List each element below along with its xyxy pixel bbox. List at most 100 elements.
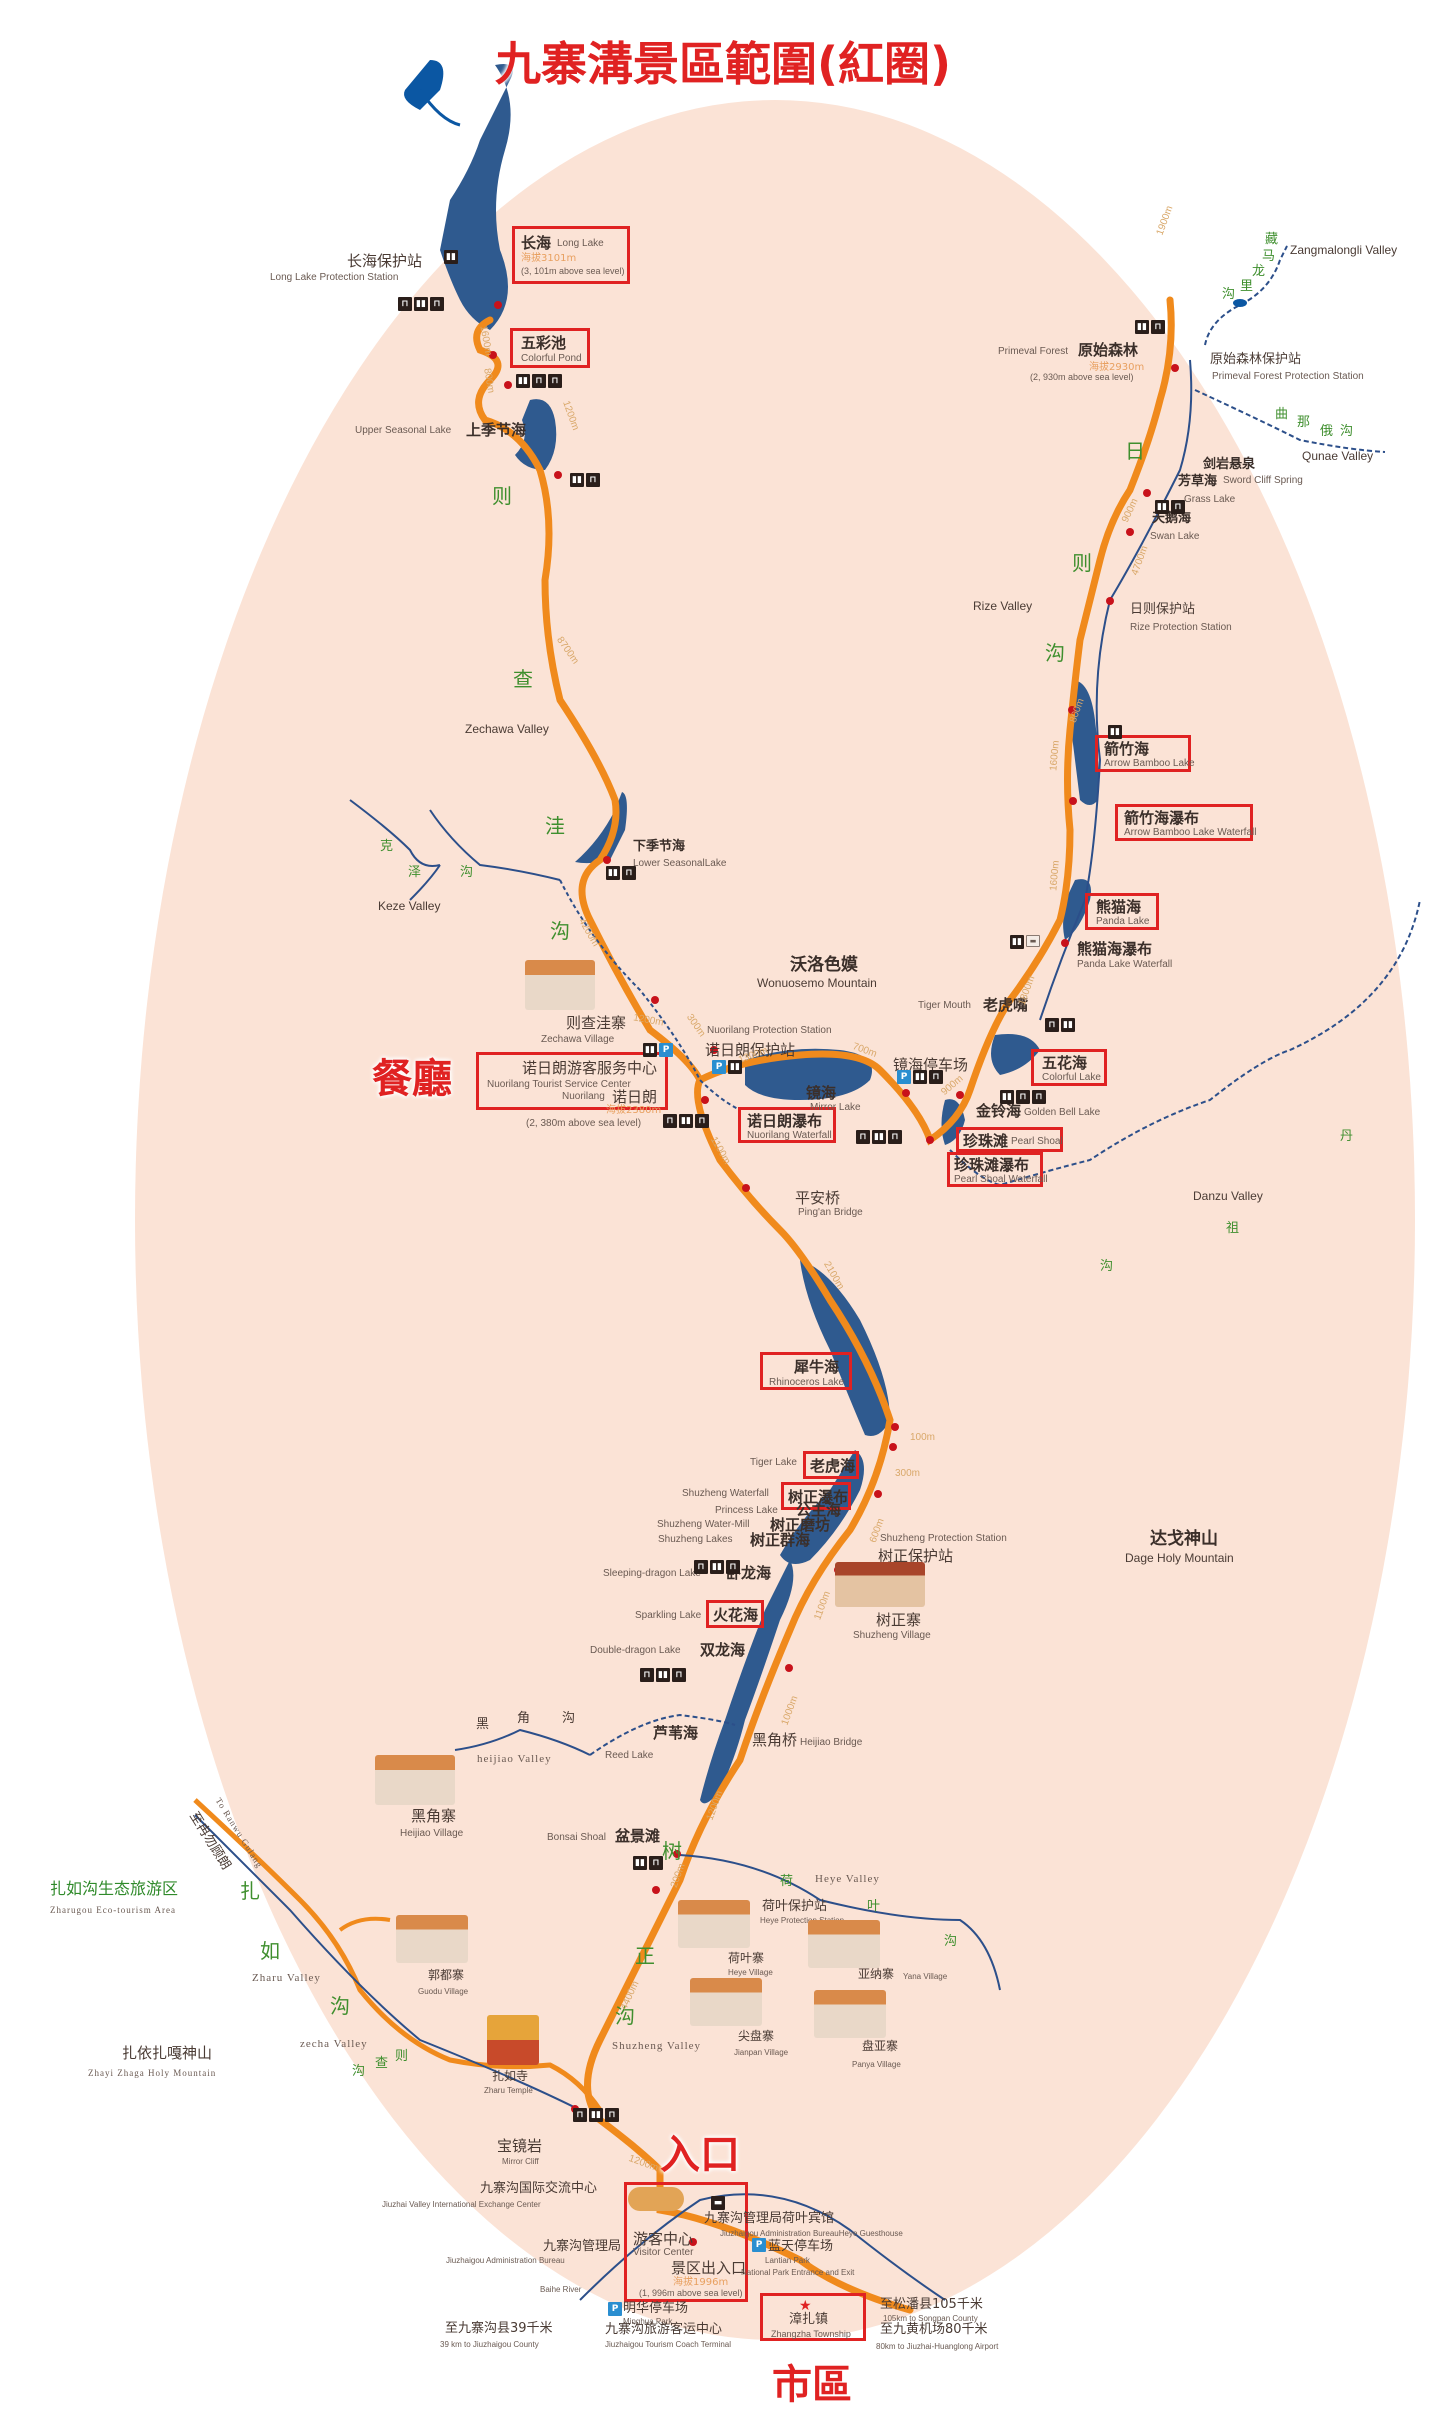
valley-char: 查: [513, 667, 533, 691]
restroom-icon: ▮▮: [643, 1043, 657, 1057]
mirror-lake-label: 镜海: [806, 1084, 837, 1102]
zharu-temple-label: 扎如寺: [492, 2069, 529, 2083]
nuorilang-station-en: Nuorilang Protection Station: [707, 1025, 832, 1036]
restaurant-icon: ⊓: [586, 473, 600, 487]
jinghai-parking-label: 镜海停车场: [893, 1056, 969, 1074]
parking-icon: P: [608, 2302, 622, 2316]
restroom-icon: ▮▮: [516, 374, 530, 388]
place-name: 箭竹海瀑布: [1124, 809, 1200, 827]
double-dragon-en: Double-dragon Lake: [590, 1645, 681, 1656]
zechawa-valley-label: Zechawa Valley: [465, 722, 549, 736]
coach-terminal-en: Jiuzhaigou Tourism Coach Terminal: [605, 2340, 731, 2349]
minghua-park-en: Minghua Park: [623, 2317, 673, 2326]
map-title: 九寨溝景區範圍(紅圈): [495, 37, 952, 91]
long-lake-station-en: Long Lake Protection Station: [270, 272, 399, 283]
pingan-bridge-en: Ping'an Bridge: [798, 1207, 863, 1218]
rhinoceros-lake: [800, 1260, 890, 1436]
restroom-icon: ▮▮: [633, 1856, 647, 1870]
highlight-long-lake[interactable]: 长海 Long Lake 海拔3101m (3, 101m above sea …: [512, 226, 630, 284]
bonsai-shoal-label: 盆景滩: [615, 1827, 661, 1845]
restroom-icon: ▮▮: [1000, 1090, 1014, 1104]
qunae-river: [1194, 389, 1386, 453]
primeval-forest-label: 原始森林: [1078, 341, 1139, 359]
heye-village-label: 荷叶寨: [728, 1951, 765, 1965]
to-county-label: 至九寨沟县39千米: [445, 2321, 553, 2336]
highlight-sparkling-lake[interactable]: 火花海: [706, 1600, 764, 1628]
shuzheng-village-en: Shuzheng Village: [853, 1630, 931, 1641]
baihe-river-en: Baihe River: [540, 2285, 582, 2294]
shuzheng-waterfall-en: Shuzheng Waterfall: [682, 1488, 769, 1499]
to-songpan-en: 105km to Songpan County: [883, 2314, 978, 2323]
sleeping-dragon-en: Sleeping-dragon Lake: [603, 1568, 701, 1579]
highlight-arrow-bamboo-lake[interactable]: 箭竹海 Arrow Bamboo Lake: [1095, 735, 1195, 772]
icon-cluster: ▮▮⊓: [570, 473, 600, 487]
coach-terminal-label: 九寨沟旅游客运中心: [605, 2322, 723, 2337]
panya-village-label: 盘亚寨: [862, 2039, 899, 2053]
highlight-colorful-lake[interactable]: 五花海 Colorful Lake: [1031, 1049, 1107, 1086]
heye-valley-label: Heye Valley: [815, 1873, 880, 1885]
guodu-village-label: 郭都寨: [428, 1968, 465, 1982]
village-illustration: [525, 960, 595, 1010]
icon-cluster: ▮▮⊓⊓: [516, 374, 562, 388]
place-name: 漳扎镇: [789, 2312, 829, 2327]
tiger-mouth-label: 老虎嘴: [983, 996, 1029, 1014]
place-name: 熊猫海: [1096, 898, 1142, 916]
icon-cluster: ▮▮⊓: [1135, 320, 1165, 334]
restaurant-icon: ⊓: [640, 1668, 654, 1682]
place-name: 珍珠滩: [963, 1132, 1009, 1150]
zhayi-mountain-label: 扎依扎嘎神山: [122, 2044, 213, 2062]
icon-cluster: ⊓▮▮⊓: [663, 1114, 709, 1128]
place-name: 诺日朗瀑布: [747, 1112, 823, 1130]
village-illustration: [678, 1900, 750, 1948]
guodu-village-en: Guodu Village: [418, 1987, 469, 1996]
highlight-shuzheng-waterfall[interactable]: 树正瀑布: [781, 1482, 851, 1510]
highlight-nuorilang-waterfall[interactable]: 诺日朗瀑布 Nuorilang Waterfall: [738, 1107, 836, 1143]
place-name-en: Pearl Shoal Waterfall: [954, 1174, 1048, 1185]
heye-guesthouse-label: 九寨沟管理局荷叶宾馆: [704, 2211, 835, 2226]
primeval-forest-en: Primeval Forest: [998, 346, 1069, 357]
place-name-en: Nuorilang Waterfall: [747, 1130, 832, 1141]
zecha-valley-label: zecha Valley: [300, 2038, 368, 2050]
lower-seasonal-en: Lower SeasonalLake: [633, 858, 727, 869]
highlight-colorful-pond[interactable]: 五彩池 Colorful Pond: [510, 328, 590, 368]
restaurant-icon: ⊓: [663, 1114, 677, 1128]
shuzheng-lakes-en: Shuzheng Lakes: [658, 1534, 733, 1545]
wonuosemo-en: Wonuosemo Mountain: [757, 976, 877, 990]
place-name: 游客中心: [633, 2230, 694, 2248]
restaurant-icon: ⊓: [573, 2108, 587, 2122]
minghua-park-label: 明华停车场: [623, 2301, 689, 2316]
highlight-nuorilang-center[interactable]: 诺日朗游客服务中心 Nuorilang Tourist Service Cent…: [476, 1052, 668, 1110]
restaurant-icon: ⊓: [622, 866, 636, 880]
danzu-river: [949, 899, 1421, 1187]
highlight-rhinoceros-lake[interactable]: 犀牛海 Rhinoceros Lake: [760, 1352, 852, 1390]
distance-label: 100m: [910, 1432, 936, 1443]
highlight-pearl-shoal[interactable]: 珍珠滩 Pearl Shoal: [956, 1127, 1063, 1152]
arrow-bamboo-lake: [1070, 680, 1099, 805]
highlight-arrow-bamboo-waterfall[interactable]: 箭竹海瀑布 Arrow Bamboo Lake Waterfall: [1115, 804, 1256, 841]
icon-cluster: ⊓▮▮⊓: [694, 1560, 740, 1574]
highlight-panda-lake[interactable]: 熊猫海 Panda Lake: [1085, 893, 1159, 930]
temple-illustration: [487, 2015, 539, 2065]
valley-char: 沟: [330, 1994, 350, 2018]
tiger-lake-en: Tiger Lake: [750, 1457, 797, 1468]
restroom-icon: ▮▮: [414, 297, 428, 311]
highlight-visitor-center[interactable]: 游客中心 Visitor Center 景区出入口 海拔1996m (1, 99…: [624, 2182, 748, 2302]
place-name: 长海: [521, 234, 552, 252]
icon-cluster: ▮▮: [1108, 725, 1122, 739]
icon-cluster: ▮▮⊓: [633, 1856, 663, 1870]
primeval-station-label: 原始森林保护站: [1210, 352, 1302, 367]
highlight-zhangzha-township[interactable]: ★ 漳扎镇 Zhangzha Township: [760, 2293, 866, 2341]
place-name-en: Pearl Shoal: [1011, 1136, 1063, 1147]
upper-seasonal-label: 上季节海: [466, 421, 527, 439]
valley-char: 则: [1072, 551, 1092, 575]
wonuosemo-label: 沃洛色嫫: [790, 955, 858, 975]
icon-cluster: ⊓▮▮⊓: [640, 1668, 686, 1682]
highlight-pearl-shoal-waterfall[interactable]: 珍珠滩瀑布 Pearl Shoal Waterfall: [947, 1152, 1048, 1187]
highlight-tiger-lake[interactable]: 老虎海: [803, 1451, 859, 1479]
valley-char: 丹: [1340, 1129, 1354, 1144]
rize-station-en: Rize Protection Station: [1130, 622, 1232, 633]
heijiao-village-label: 黑角寨: [411, 1807, 457, 1825]
zharu-valley-label: Zharu Valley: [252, 1972, 321, 1984]
place-name-2: 景区出入口: [671, 2259, 747, 2277]
valley-char: 里: [1240, 279, 1254, 294]
